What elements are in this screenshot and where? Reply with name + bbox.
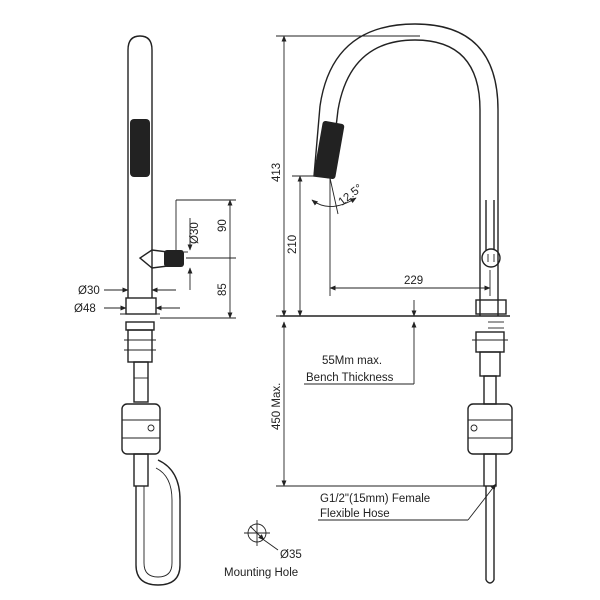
front-mount-nut bbox=[475, 331, 505, 353]
front-lever-knob bbox=[481, 248, 501, 268]
side-lever-grip bbox=[164, 250, 184, 267]
side-dia-base-label: Ø48 bbox=[74, 303, 96, 315]
hose-note-line2: Flexible Hose bbox=[320, 508, 390, 520]
side-base bbox=[125, 297, 157, 315]
side-hose-loop bbox=[135, 459, 181, 586]
mounting-hole: Ø35 Mounting Hole bbox=[224, 520, 302, 579]
front-angle-label: 12.5° bbox=[336, 182, 365, 208]
front-hose-weight bbox=[467, 403, 513, 455]
side-lever-handle bbox=[138, 249, 169, 269]
front-spray-grip bbox=[313, 120, 345, 180]
side-spout-body bbox=[127, 35, 153, 298]
mounting-hole-diameter: Ø35 bbox=[280, 549, 302, 561]
side-dia-body-label: Ø30 bbox=[78, 285, 100, 297]
side-spout-grip bbox=[130, 119, 150, 177]
front-reach-label: 229 bbox=[404, 275, 423, 287]
bench-thickness-line1: 55Mm max. bbox=[322, 355, 382, 367]
side-view: Ø30 Ø48 Ø30 90 85 bbox=[74, 35, 236, 586]
side-height-upper-label: 90 bbox=[217, 219, 229, 232]
side-dia-handle-label: Ø30 bbox=[189, 222, 201, 244]
front-spout-inner bbox=[319, 23, 499, 316]
front-spout-outer bbox=[337, 39, 481, 316]
front-base bbox=[475, 299, 507, 315]
front-height-outlet-label: 210 bbox=[287, 235, 299, 254]
mounting-hole-label: Mounting Hole bbox=[224, 567, 298, 579]
front-height-total-label: 413 bbox=[271, 163, 283, 182]
hose-note-line1: G1/2"(15mm) Female bbox=[320, 493, 430, 505]
bench-thickness-line2: Bench Thickness bbox=[306, 372, 394, 384]
front-under-bench-label: 450 Max. bbox=[271, 383, 283, 430]
front-view: 413 210 12.5° 229 55Mm max. Bench Thickn… bbox=[271, 23, 513, 584]
side-height-lower-label: 85 bbox=[217, 283, 229, 296]
side-mount-nut bbox=[125, 321, 155, 331]
